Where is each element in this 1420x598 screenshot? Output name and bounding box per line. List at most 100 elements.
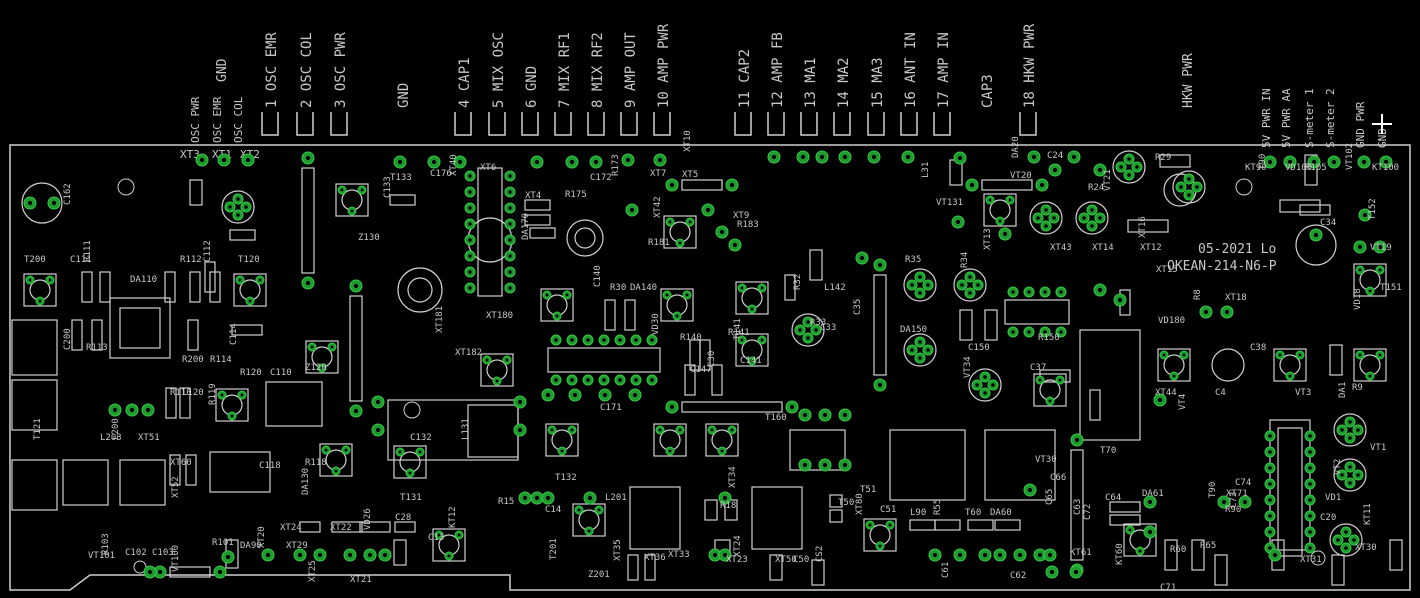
drill (1119, 165, 1123, 169)
part-label: C110 (270, 368, 292, 378)
drill (508, 190, 512, 194)
drill (1097, 287, 1103, 293)
drill (988, 198, 992, 202)
drill (468, 174, 472, 178)
part-label: XT12 (1140, 243, 1162, 253)
connector-label: 16 ANT IN (903, 32, 919, 108)
part-label: XT25 (308, 560, 318, 582)
drill (1268, 450, 1272, 454)
component-outline (1353, 263, 1387, 297)
drill (1117, 297, 1123, 303)
part-label: XT44 (1155, 388, 1177, 398)
board-name: OKEAN-214-N6-P (1167, 259, 1277, 274)
part-label: R35 (905, 255, 921, 265)
part-label: C171 (600, 403, 622, 413)
drill (297, 552, 303, 558)
connector-label: 14 MA2 (836, 57, 852, 108)
drill (1008, 198, 1012, 202)
part-label: DA1 (1338, 382, 1348, 398)
drill (1052, 216, 1056, 220)
drill (918, 291, 922, 295)
component-outline (809, 249, 823, 281)
drill (918, 340, 922, 344)
part-label: KT61 (1070, 548, 1092, 558)
part-label: XT21 (350, 575, 372, 585)
component-outline (604, 299, 616, 331)
part-label: XT50 (775, 555, 797, 565)
component-outline (545, 423, 579, 457)
component-outline (432, 528, 466, 562)
part-label: R15 (498, 497, 514, 507)
drill (468, 254, 472, 258)
component-outline (681, 401, 783, 413)
connector-pin (261, 112, 279, 136)
component-outline (359, 521, 391, 533)
component-outline (524, 214, 551, 226)
part-label: XT29 (286, 541, 308, 551)
drill (236, 197, 240, 201)
component-outline (1004, 299, 1070, 325)
drill (408, 471, 412, 475)
component-outline (229, 229, 256, 241)
part-label: T141 (733, 318, 743, 340)
drill (468, 206, 472, 210)
drill (320, 366, 324, 370)
part-label: L131 (461, 418, 471, 440)
component-outline (863, 518, 897, 552)
part-label: XT80 (855, 493, 865, 515)
drill (1049, 569, 1055, 575)
component-outline (934, 519, 961, 531)
component-outline (233, 273, 267, 307)
component-outline (574, 227, 596, 249)
component-outline (477, 167, 503, 297)
part-label: VD18 (1353, 288, 1363, 310)
drill (1135, 165, 1139, 169)
component-outline (185, 454, 197, 486)
part-label: C37 (1030, 363, 1046, 373)
part-label: XT51 (138, 433, 160, 443)
part-label: VT4 (1178, 394, 1188, 410)
drill (1358, 268, 1362, 272)
part-label: C64 (1105, 493, 1121, 503)
component-outline (959, 309, 973, 341)
component-outline (624, 299, 636, 331)
mounting-hole (1310, 550, 1326, 566)
connector-label: 13 MA1 (803, 57, 819, 108)
connector-label: 10 AMP PWR (656, 23, 672, 108)
drill (1352, 538, 1356, 542)
part-label: VT102 (1345, 143, 1355, 170)
part-label: C24 (1047, 151, 1063, 161)
component-outline (169, 454, 181, 486)
component-outline (660, 288, 694, 322)
drill (1344, 546, 1348, 550)
drill (220, 393, 224, 397)
component-outline (909, 519, 936, 531)
component-outline (189, 271, 201, 303)
part-label: L90 (910, 508, 926, 518)
connector-pin (1019, 112, 1037, 136)
part-label: C28 (395, 513, 411, 523)
component-outline (467, 404, 519, 458)
connector-label: 5 MIX OSC (491, 32, 507, 108)
connector-pin (933, 112, 951, 136)
drill (822, 462, 828, 468)
drill (1377, 244, 1383, 250)
component-outline (984, 309, 998, 341)
drill (360, 188, 364, 192)
drill (878, 544, 882, 548)
connector-label: 3 OSC PWR (333, 32, 349, 108)
part-label: C4 (1215, 388, 1226, 398)
component-outline (71, 319, 83, 351)
component-outline (99, 271, 111, 303)
component-outline (889, 429, 966, 501)
drill (340, 188, 344, 192)
component-outline (91, 319, 103, 351)
drill (760, 286, 764, 290)
right-header-label: GND (1376, 128, 1389, 148)
part-label: C51 (880, 505, 896, 515)
part-label: T120 (238, 255, 260, 265)
drill (1195, 185, 1199, 189)
part-label: VT100 (171, 545, 181, 572)
component-outline (1164, 539, 1178, 571)
drill (1221, 499, 1227, 505)
